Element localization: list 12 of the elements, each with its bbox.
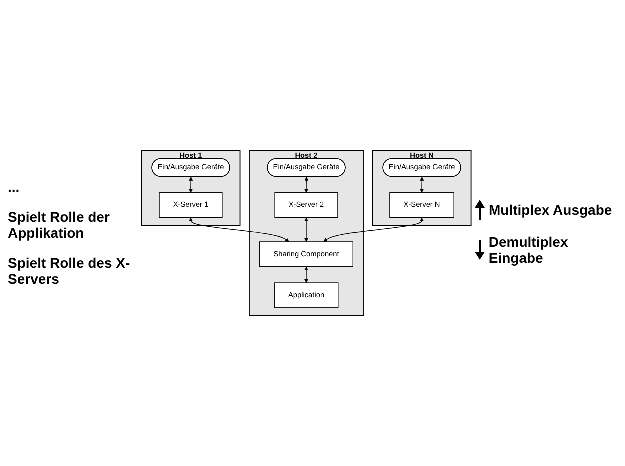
legend-label: Demultiplex Eingabe [488,234,570,266]
arrow [420,176,424,193]
annotation-text: Spielt Rolle der Applikation [8,209,111,241]
legend-label: Multiplex Ausgabe [489,202,612,218]
arrow [304,266,309,283]
arrow [188,217,290,242]
arrow [304,217,309,242]
arrow [304,176,309,193]
arrow [188,176,194,193]
annotation-text: ... [8,179,21,195]
annotation-text: Spielt Rolle des X-Servers [8,255,132,287]
arrow [324,217,424,242]
